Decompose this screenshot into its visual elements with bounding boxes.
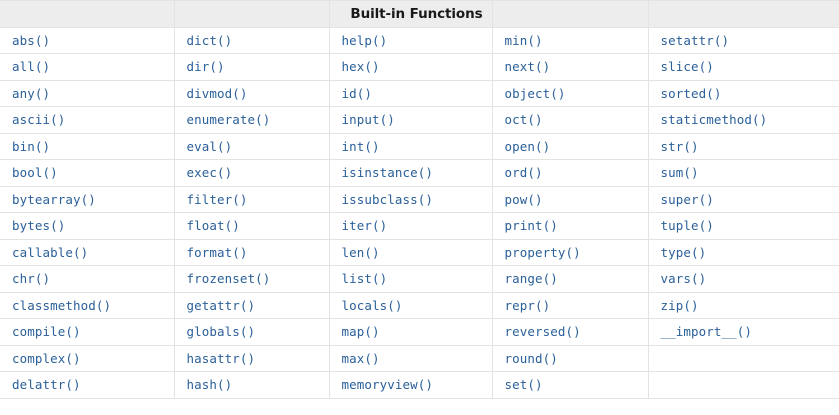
- function-name-cell: hash(): [173, 371, 330, 399]
- function-name-cell: abs(): [0, 26, 175, 54]
- function-name-cell: delattr(): [0, 371, 175, 399]
- function-name-cell: round(): [491, 344, 649, 372]
- function-name-cell: any(): [0, 79, 175, 107]
- function-name-cell: help(): [328, 26, 493, 54]
- table-cell-empty: [647, 344, 839, 372]
- table-header-cell-5: [647, 0, 839, 28]
- function-name-cell: range(): [491, 265, 649, 293]
- function-name-cell: format(): [173, 238, 330, 266]
- function-name-cell: sum(): [647, 159, 839, 187]
- function-name-cell: input(): [328, 106, 493, 134]
- table-body: abs()dict()help()min()setattr()all()dir(…: [0, 26, 839, 399]
- function-name-cell: zip(): [647, 291, 839, 319]
- function-name-cell: property(): [491, 238, 649, 266]
- table-header-row: Built-in Functions: [0, 0, 839, 28]
- function-name-cell: bytes(): [0, 212, 175, 240]
- table-row: bytearray()filter()issubclass()pow()supe…: [0, 185, 839, 213]
- function-name-cell: oct(): [491, 106, 649, 134]
- function-name-cell: callable(): [0, 238, 175, 266]
- table-row: complex()hasattr()max()round(): [0, 344, 839, 372]
- function-name-cell: setattr(): [647, 26, 839, 54]
- function-name-cell: filter(): [173, 185, 330, 213]
- function-name-cell: open(): [491, 132, 649, 160]
- function-name-cell: exec(): [173, 159, 330, 187]
- function-name-cell: memoryview(): [328, 371, 493, 399]
- function-name-cell: print(): [491, 212, 649, 240]
- function-name-cell: eval(): [173, 132, 330, 160]
- function-name-cell: ord(): [491, 159, 649, 187]
- function-name-cell: sorted(): [647, 79, 839, 107]
- function-name-cell: set(): [491, 371, 649, 399]
- function-name-cell: object(): [491, 79, 649, 107]
- function-name-cell: bin(): [0, 132, 175, 160]
- function-name-cell: tuple(): [647, 212, 839, 240]
- function-name-cell: float(): [173, 212, 330, 240]
- table-row: callable()format()len()property()type(): [0, 238, 839, 266]
- table-cell-empty: [647, 371, 839, 399]
- table-row: any()divmod()id()object()sorted(): [0, 79, 839, 107]
- table-row: chr()frozenset()list()range()vars(): [0, 265, 839, 293]
- table-row: all()dir()hex()next()slice(): [0, 53, 839, 81]
- function-name-cell: staticmethod(): [647, 106, 839, 134]
- function-name-cell: isinstance(): [328, 159, 493, 187]
- table-header-cell-2: [173, 0, 330, 28]
- function-name-cell: iter(): [328, 212, 493, 240]
- table-row: bool()exec()isinstance()ord()sum(): [0, 159, 839, 187]
- function-name-cell: getattr(): [173, 291, 330, 319]
- function-name-cell: all(): [0, 53, 175, 81]
- function-name-cell: compile(): [0, 318, 175, 346]
- function-name-cell: id(): [328, 79, 493, 107]
- function-name-cell: locals(): [328, 291, 493, 319]
- function-name-cell: hex(): [328, 53, 493, 81]
- table-header-cell-1: [0, 0, 175, 28]
- function-name-cell: bool(): [0, 159, 175, 187]
- builtin-functions-table: Built-in Functions abs()dict()help()min(…: [0, 0, 839, 399]
- table-row: classmethod()getattr()locals()repr()zip(…: [0, 291, 839, 319]
- function-name-cell: complex(): [0, 344, 175, 372]
- function-name-cell: type(): [647, 238, 839, 266]
- function-name-cell: __import__(): [647, 318, 839, 346]
- function-name-cell: vars(): [647, 265, 839, 293]
- function-name-cell: bytearray(): [0, 185, 175, 213]
- function-name-cell: slice(): [647, 53, 839, 81]
- function-name-cell: divmod(): [173, 79, 330, 107]
- table-header-cell-4: [491, 0, 649, 28]
- function-name-cell: globals(): [173, 318, 330, 346]
- function-name-cell: list(): [328, 265, 493, 293]
- function-name-cell: repr(): [491, 291, 649, 319]
- function-name-cell: int(): [328, 132, 493, 160]
- function-name-cell: dict(): [173, 26, 330, 54]
- table-row: ascii()enumerate()input()oct()staticmeth…: [0, 106, 839, 134]
- table-row: bytes()float()iter()print()tuple(): [0, 212, 839, 240]
- table-row: bin()eval()int()open()str(): [0, 132, 839, 160]
- function-name-cell: enumerate(): [173, 106, 330, 134]
- table-row: abs()dict()help()min()setattr(): [0, 26, 839, 54]
- function-name-cell: max(): [328, 344, 493, 372]
- function-name-cell: min(): [491, 26, 649, 54]
- function-name-cell: hasattr(): [173, 344, 330, 372]
- function-name-cell: next(): [491, 53, 649, 81]
- function-name-cell: reversed(): [491, 318, 649, 346]
- function-name-cell: issubclass(): [328, 185, 493, 213]
- function-name-cell: super(): [647, 185, 839, 213]
- function-name-cell: dir(): [173, 53, 330, 81]
- table-row: compile()globals()map()reversed()__impor…: [0, 318, 839, 346]
- table-row: delattr()hash()memoryview()set(): [0, 371, 839, 399]
- function-name-cell: pow(): [491, 185, 649, 213]
- function-name-cell: map(): [328, 318, 493, 346]
- table-title: Built-in Functions: [328, 0, 493, 28]
- function-name-cell: chr(): [0, 265, 175, 293]
- function-name-cell: frozenset(): [173, 265, 330, 293]
- table-header: Built-in Functions: [0, 0, 839, 28]
- function-name-cell: len(): [328, 238, 493, 266]
- function-name-cell: str(): [647, 132, 839, 160]
- function-name-cell: ascii(): [0, 106, 175, 134]
- function-name-cell: classmethod(): [0, 291, 175, 319]
